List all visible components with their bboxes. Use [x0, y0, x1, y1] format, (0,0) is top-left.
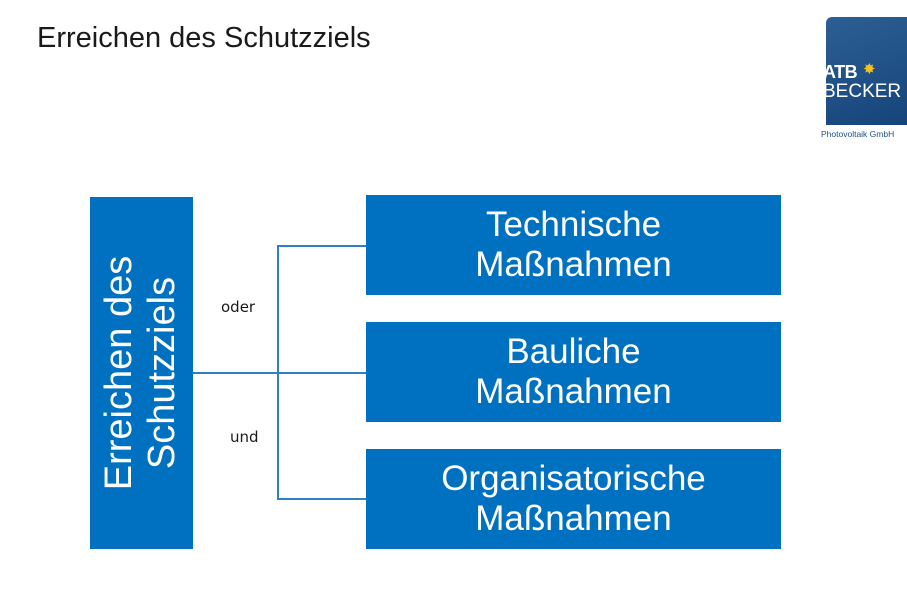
sun-icon: ✸: [863, 60, 876, 78]
node-bauliche-massnahmen: Bauliche Maßnahmen: [366, 322, 781, 422]
node-3-line-2: Maßnahmen: [475, 499, 672, 538]
logo-text-becker: BECKER: [823, 81, 902, 102]
node-2-line-1: Bauliche: [506, 332, 641, 371]
connector-branch-bottom: [277, 498, 366, 500]
logo-text-atb: ATB: [823, 62, 858, 82]
logo-tile: [826, 17, 907, 125]
root-node-line-2: Schutzziels: [141, 276, 183, 470]
node-2-line-2: Maßnahmen: [475, 372, 672, 411]
root-node-label: Erreichen des Schutzziels: [98, 203, 184, 543]
node-3-line-1: Organisatorische: [441, 459, 706, 498]
connector-vertical: [277, 245, 279, 499]
root-node-line-1: Erreichen des: [98, 255, 140, 491]
node-technische-massnahmen: Technische Maßnahmen: [366, 195, 781, 295]
node-organisatorische-massnahmen: Organisatorische Maßnahmen: [366, 449, 781, 549]
node-1-line-1: Technische: [485, 205, 662, 244]
page-title: Erreichen des Schutzziels: [37, 22, 371, 54]
connector-label-und: und: [230, 428, 259, 446]
connector-label-oder: oder: [221, 298, 256, 316]
connector-branch-top: [277, 245, 366, 247]
root-node-box: Erreichen des Schutzziels: [90, 197, 193, 549]
logo-subtitle: Photovoltaik GmbH: [821, 129, 895, 139]
connector-root-horizontal: [193, 372, 366, 374]
node-1-line-2: Maßnahmen: [475, 245, 672, 284]
company-logo: ATB ✸ BECKER Photovoltaik GmbH: [814, 17, 907, 145]
